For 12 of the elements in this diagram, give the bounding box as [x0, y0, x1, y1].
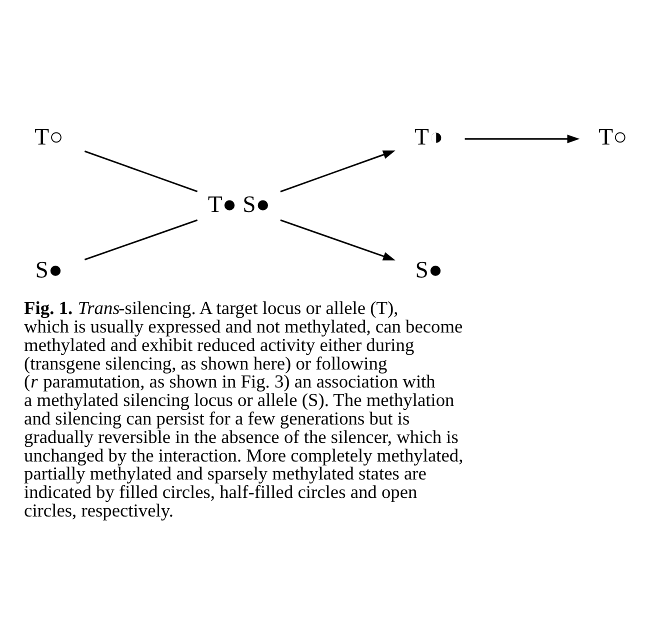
node-text: S●: [35, 256, 63, 283]
node-text: T● S●: [208, 191, 270, 218]
caption: Fig. 1. Trans-silencing. A target locus or allele (T), which is usually expressed and not methylated, can become methylated and exhibit reduced activity either during (transgene silencing, as shown here) or following (r paramutation, as shown in Fig. 3) an association with a methylated silencing locus or allele (S). The methylation and silencing can persist for a few generations but is gradually reversible in the absence of the silencer, which is unchanged by the interaction. More completely methylated, partially methylated and sparsely methylated states are indicated by filled circles, half-filled circles and open circles, respectively.: [24, 298, 464, 520]
arrow: [280, 150, 396, 192]
arrow: [280, 218, 396, 260]
connector: [84, 218, 198, 260]
node-text: S●: [415, 256, 443, 283]
arrow: [464, 134, 580, 143]
connector: [84, 150, 198, 192]
node-text: T○: [34, 124, 64, 150]
node-text: T○: [598, 124, 628, 150]
node-text: T◑: [414, 124, 444, 150]
